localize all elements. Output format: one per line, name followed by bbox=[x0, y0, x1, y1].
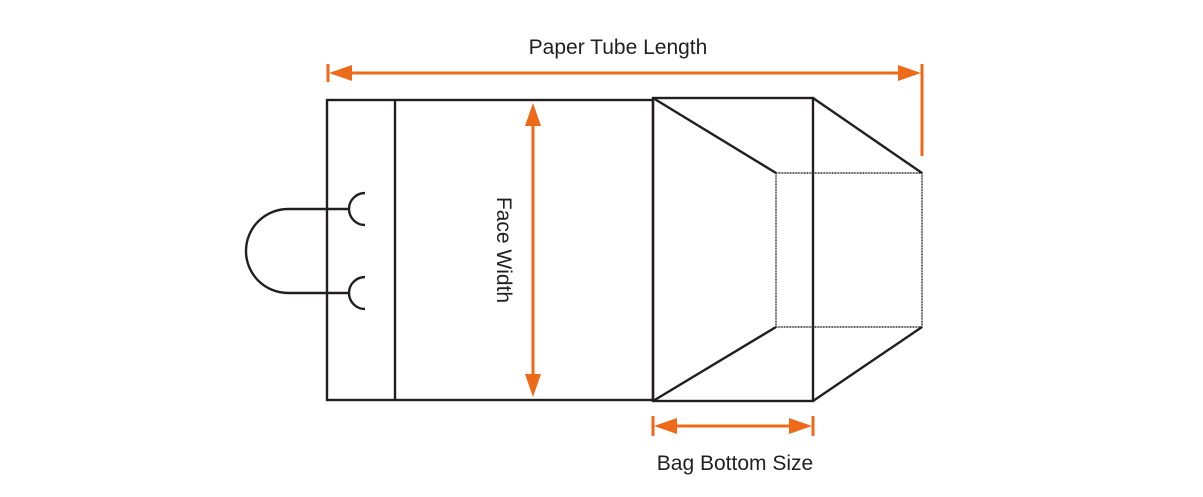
face-width-dimension: Face Width bbox=[492, 103, 541, 397]
tube-length-right-arrowhead bbox=[898, 65, 921, 81]
paper-tube-length-label: Paper Tube Length bbox=[529, 36, 708, 59]
bag-face-panel bbox=[325, 98, 655, 402]
gusset-diagonal-top-right bbox=[812, 97, 923, 174]
bag-bottom-size-dimension: Bag Bottom Size bbox=[651, 416, 815, 475]
gusset-diagonal-bottom-left bbox=[652, 325, 777, 403]
gusset-diagonal-bottom-right bbox=[812, 326, 923, 402]
face-width-bottom-arrowhead bbox=[525, 374, 541, 397]
paper-tube-length-dimension: Paper Tube Length bbox=[326, 36, 924, 156]
handle-loop bbox=[244, 207, 350, 295]
handle-upper-ring bbox=[347, 191, 366, 227]
bottom-flap bbox=[775, 172, 923, 328]
bottom-size-left-arrowhead bbox=[654, 418, 677, 434]
face-width-label: Face Width bbox=[492, 197, 515, 303]
bag-handle bbox=[244, 191, 366, 311]
bottom-flap-serrated-edge bbox=[775, 172, 923, 328]
bag-bottom-size-label: Bag Bottom Size bbox=[657, 452, 813, 475]
gusset-diagonal-top-left bbox=[652, 96, 777, 175]
face-width-top-arrowhead bbox=[525, 103, 541, 126]
handle-lower-ring bbox=[347, 275, 366, 311]
tube-length-left-arrowhead bbox=[329, 65, 352, 81]
bottom-gusset-panel bbox=[651, 96, 815, 403]
bag-outline bbox=[325, 96, 923, 403]
bottom-size-right-arrowhead bbox=[789, 418, 812, 434]
